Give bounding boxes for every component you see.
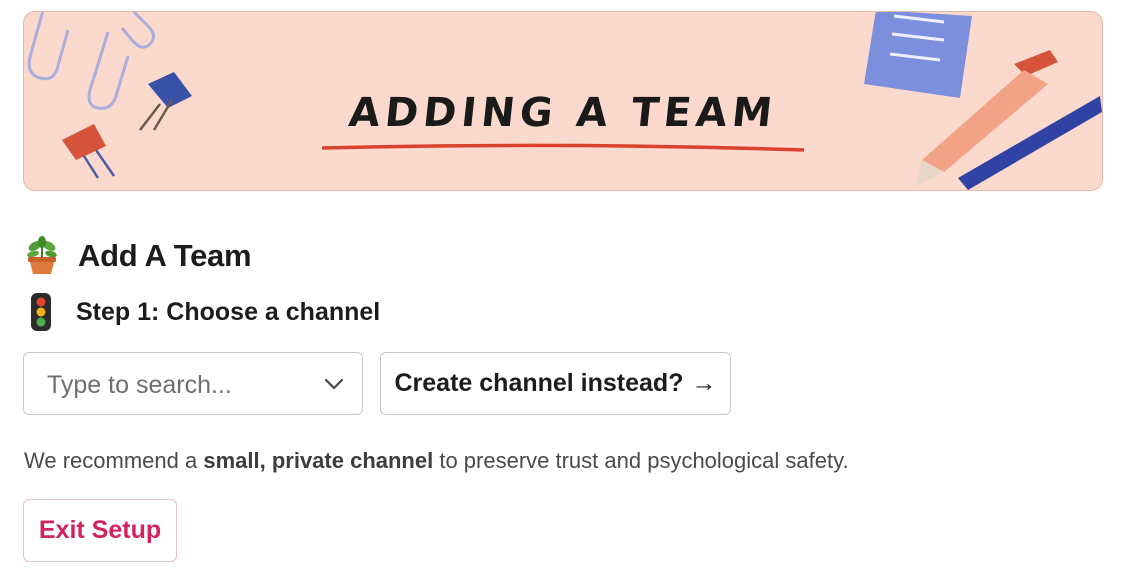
channel-search-select[interactable]: Type to search... — [23, 352, 363, 415]
header-banner: ADDING A TEAM — [23, 11, 1103, 191]
channel-search-placeholder: Type to search... — [47, 371, 232, 399]
recommendation-emphasis: small, private channel — [203, 448, 434, 473]
checklist-icon — [864, 12, 972, 98]
title-underline — [321, 143, 805, 152]
page-heading: Add A Team — [24, 236, 252, 276]
pencil-icon — [916, 50, 1102, 190]
banner-title: ADDING A TEAM — [346, 90, 780, 136]
chevron-down-icon — [324, 378, 344, 390]
step-heading: Step 1: Choose a channel — [28, 292, 380, 332]
arrow-right-icon: → — [691, 369, 717, 397]
step-title: Step 1: Choose a channel — [76, 297, 381, 326]
page-title: Add A Team — [78, 238, 252, 273]
traffic-light-icon — [31, 293, 51, 331]
potted-plant-icon — [27, 236, 57, 274]
exit-setup-button[interactable]: Exit Setup — [23, 499, 177, 562]
create-channel-label: Create channel instead? — [394, 369, 684, 397]
recommendation-suffix: to preserve trust and psychological safe… — [433, 448, 849, 473]
banner-illustration — [27, 12, 1102, 190]
paperclip-icon — [27, 12, 155, 110]
create-channel-button[interactable]: Create channel instead? → — [380, 352, 731, 415]
binder-clip-icon — [62, 72, 192, 179]
recommendation-text: We recommend a small, private channel to… — [24, 448, 849, 474]
recommendation-prefix: We recommend a — [24, 448, 204, 473]
